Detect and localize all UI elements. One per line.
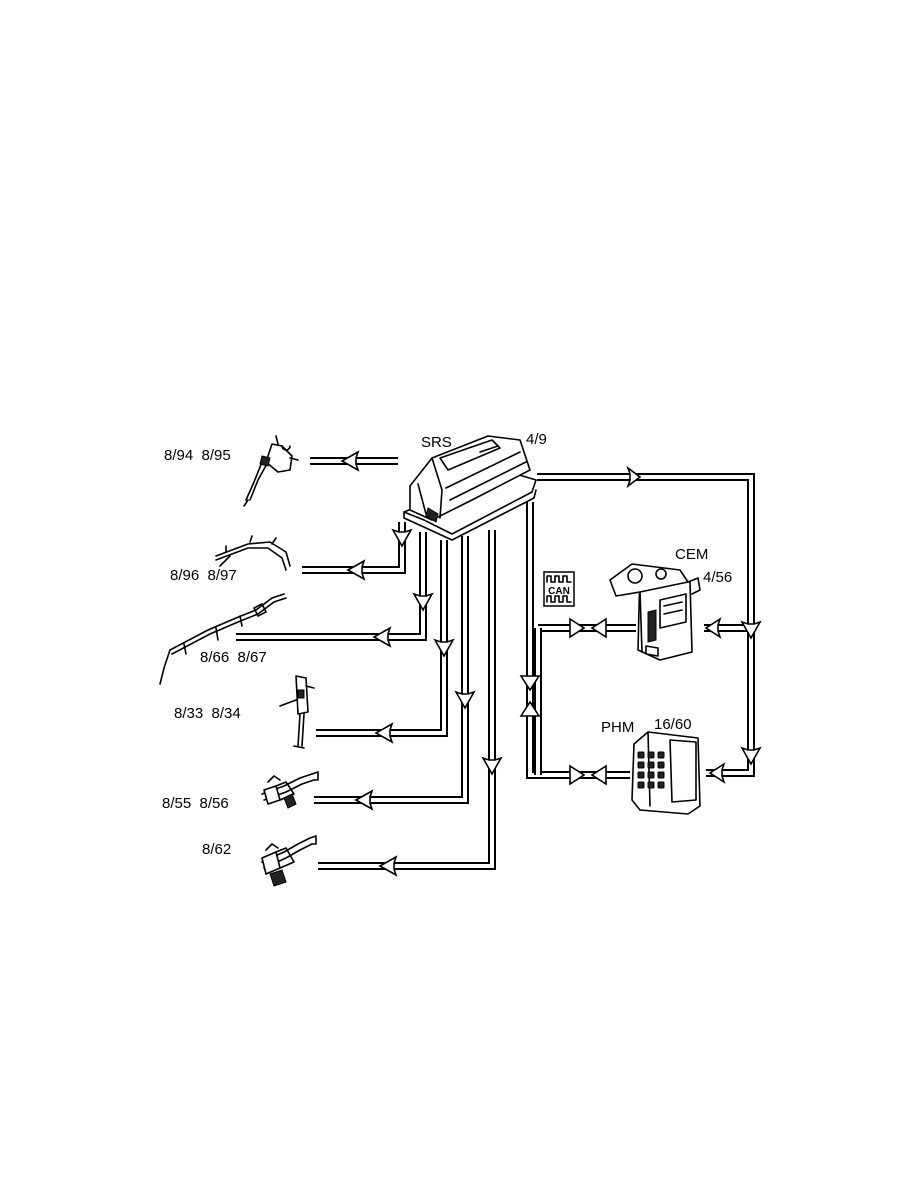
can-icon-label: CAN xyxy=(548,586,570,597)
cem-module xyxy=(609,563,701,661)
component-8-55-drawing xyxy=(261,771,319,809)
component-label-8-96: 8/96 8/97 xyxy=(170,567,237,584)
component-8-62-drawing xyxy=(261,835,317,887)
cem-label: CEM xyxy=(675,546,708,563)
component-8-66-drawing xyxy=(159,593,287,685)
component-8-94-drawing xyxy=(243,435,299,507)
phm-label: PHM xyxy=(601,719,634,736)
srs-label: SRS xyxy=(421,434,452,451)
phm-keypad xyxy=(637,751,665,789)
srs-code-label: 4/9 xyxy=(526,431,547,448)
labels: SRS 4/9 CEM 4/56 PHM 16/60 8/94 8/95 8/9… xyxy=(162,431,732,858)
component-label-8-62: 8/62 xyxy=(202,841,231,858)
component-label-8-66: 8/66 8/67 xyxy=(200,649,267,666)
component-label-8-33: 8/33 8/34 xyxy=(174,705,241,722)
wire-8-96 xyxy=(302,522,406,574)
srs-module xyxy=(403,435,537,541)
can-bus-icon: CAN xyxy=(543,571,575,607)
component-label-8-94: 8/94 8/95 xyxy=(164,447,231,464)
component-label-8-55: 8/55 8/56 xyxy=(162,795,229,812)
component-8-96-drawing xyxy=(215,535,291,571)
phm-module xyxy=(631,731,701,815)
signal-arrows xyxy=(340,450,762,877)
phm-code-label: 16/60 xyxy=(654,716,692,733)
cem-code-label: 4/56 xyxy=(703,569,732,586)
component-8-33-drawing xyxy=(279,675,315,749)
